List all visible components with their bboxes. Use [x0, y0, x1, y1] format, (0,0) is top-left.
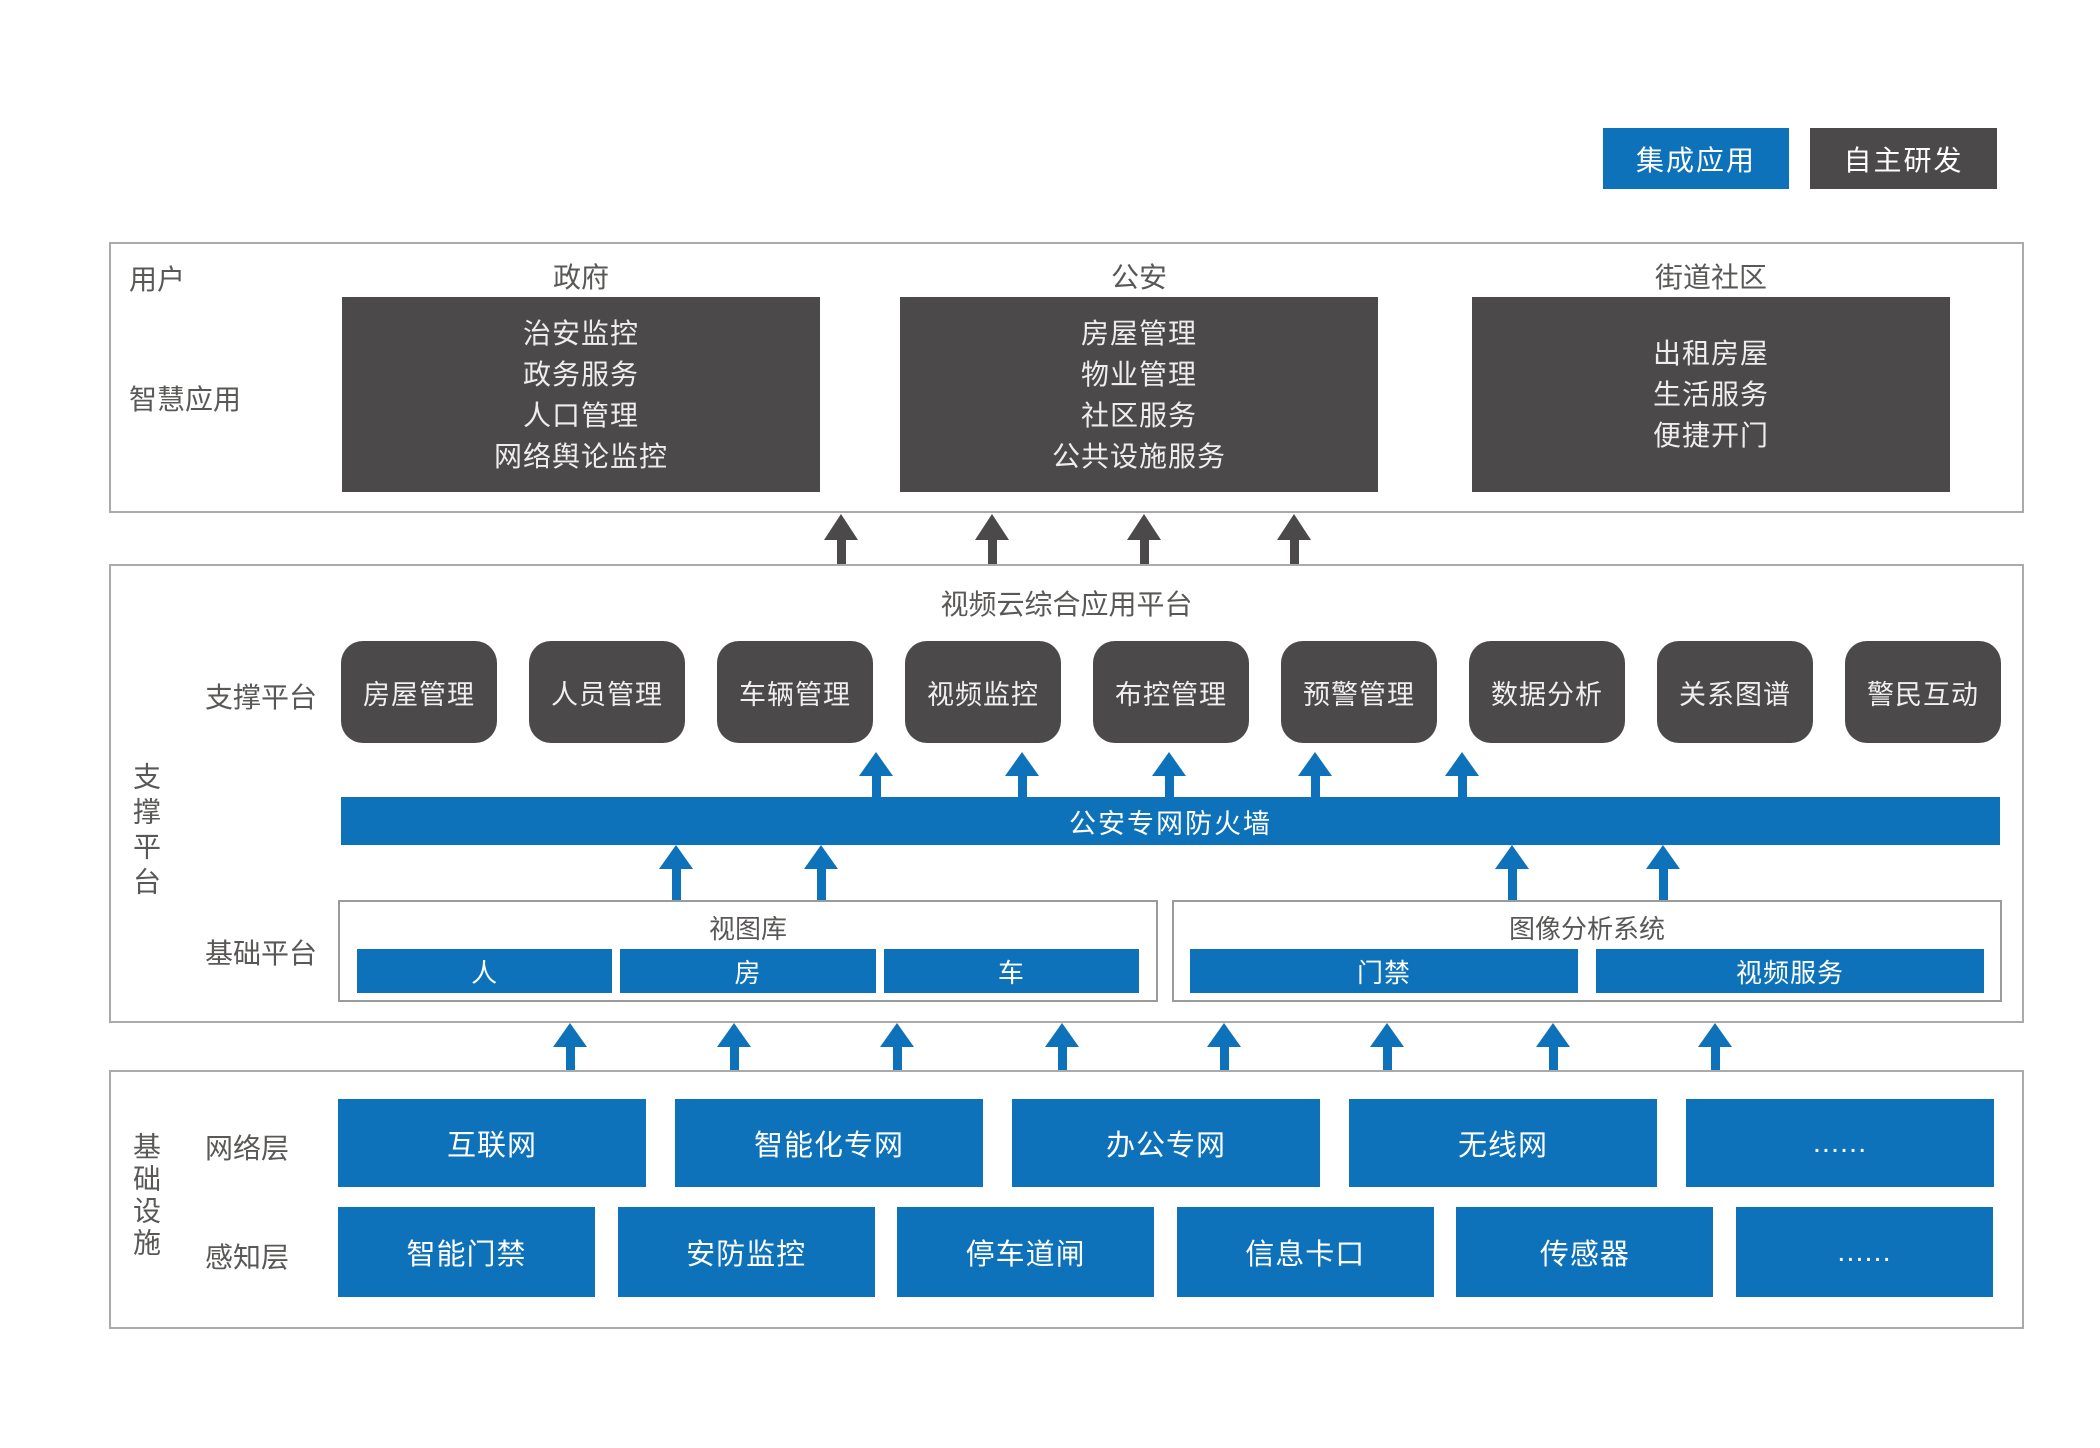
app-item: 网络舆论监控: [493, 440, 668, 472]
up-arrow: [717, 1023, 751, 1070]
support-row-label: 支撑平台: [205, 682, 318, 713]
community-apps-box: 出租房屋 生活服务 便捷开门: [1472, 297, 1950, 492]
app-item: 便捷开门: [1652, 420, 1769, 451]
network-item: 办公专网: [1012, 1099, 1320, 1187]
network-layer-row: 互联网 智能化专网 办公专网 无线网 ......: [338, 1099, 1994, 1187]
up-arrow: [1445, 752, 1479, 797]
sensing-layer-row: 智能门禁 安防监控 停车道闸 信息卡口 传感器 ......: [338, 1207, 1993, 1297]
app-item: 公共设施服务: [1051, 440, 1226, 472]
up-arrow: [1045, 1023, 1079, 1070]
support-module: 车辆管理: [717, 641, 873, 743]
up-arrow: [1277, 514, 1311, 568]
base-platform-item: 门禁: [1190, 949, 1578, 993]
sensing-item: 智能门禁: [338, 1207, 595, 1297]
app-item: 人口管理: [522, 399, 639, 431]
support-module: 布控管理: [1093, 641, 1249, 743]
app-item: 物业管理: [1080, 358, 1197, 390]
network-item: 智能化专网: [675, 1099, 983, 1187]
support-module: 房屋管理: [341, 641, 497, 743]
app-item: 政务服务: [522, 358, 639, 390]
base-platform-item: 视频服务: [1596, 949, 1984, 993]
up-arrow: [1646, 845, 1680, 900]
app-item: 社区服务: [1080, 399, 1197, 431]
up-arrow: [859, 752, 893, 797]
infrastructure-side-label: 基础设施: [130, 1132, 161, 1260]
legend-integrated-app: 集成应用: [1603, 128, 1789, 189]
up-arrow: [1005, 752, 1039, 797]
network-item: 互联网: [338, 1099, 646, 1187]
sensing-item: 安防监控: [617, 1207, 875, 1297]
support-module: 关系图谱: [1657, 641, 1813, 743]
column-header-government: 政府: [552, 262, 609, 293]
base-platform-item: 房: [620, 949, 876, 993]
support-platform-side-label: 支撑平台: [130, 762, 161, 902]
app-item: 生活服务: [1652, 379, 1769, 410]
user-application-section: 用户 智慧应用 政府 公安 街道社区 治安监控 政务服务 人口管理 网络舆论监控…: [109, 242, 2024, 513]
up-arrow: [824, 514, 858, 568]
image-analysis-title: 图像分析系统: [1508, 914, 1665, 944]
sensing-layer-label: 感知层: [205, 1242, 290, 1273]
up-arrow: [1127, 514, 1161, 568]
sensing-item: 停车道闸: [897, 1207, 1155, 1297]
up-arrow: [1536, 1023, 1570, 1070]
column-header-community: 街道社区: [1654, 262, 1767, 293]
user-row-label: 用户: [129, 264, 186, 295]
column-header-police: 公安: [1110, 262, 1167, 293]
up-arrow: [880, 1023, 914, 1070]
sensing-item: ......: [1735, 1207, 1993, 1297]
support-module: 人员管理: [529, 641, 685, 743]
support-module: 视频监控: [905, 641, 1061, 743]
network-item: 无线网: [1349, 1099, 1657, 1187]
up-arrow: [659, 845, 693, 900]
view-library-title: 视图库: [708, 914, 787, 944]
image-analysis-box: 图像分析系统 门禁 视频服务: [1172, 900, 2002, 1002]
base-platform-row-label: 基础平台: [205, 938, 318, 969]
up-arrow: [1370, 1023, 1404, 1070]
up-arrow: [975, 514, 1009, 568]
legend-self-developed: 自主研发: [1810, 128, 1997, 189]
up-arrow: [1152, 752, 1186, 797]
support-module: 警民互动: [1845, 641, 2001, 743]
network-layer-label: 网络层: [205, 1133, 290, 1164]
police-network-firewall-bar: 公安专网防火墙: [341, 797, 2000, 845]
up-arrow: [1298, 752, 1332, 797]
police-apps-box: 房屋管理 物业管理 社区服务 公共设施服务: [900, 297, 1378, 492]
sensing-item: 信息卡口: [1176, 1207, 1434, 1297]
app-item: 治安监控: [522, 317, 639, 349]
up-arrow: [1207, 1023, 1241, 1070]
infrastructure-section: 基础设施 网络层 互联网 智能化专网 办公专网 无线网 ...... 感知层 智…: [109, 1070, 2024, 1329]
app-item: 出租房屋: [1652, 338, 1769, 369]
support-platform-section: 支撑平台 视频云综合应用平台 支撑平台 房屋管理 人员管理 车辆管理 视频监控 …: [109, 564, 2024, 1023]
platform-title: 视频云综合应用平台: [940, 589, 1193, 620]
up-arrow: [804, 845, 838, 900]
view-library-box: 视图库 人 房 车: [338, 900, 1158, 1002]
up-arrow: [1698, 1023, 1732, 1070]
support-module: 数据分析: [1469, 641, 1625, 743]
support-module: 预警管理: [1281, 641, 1437, 743]
support-modules-row: 房屋管理 人员管理 车辆管理 视频监控 布控管理 预警管理 数据分析 关系图谱 …: [341, 641, 2001, 743]
up-arrow: [553, 1023, 587, 1070]
base-platform-item: 人: [357, 949, 613, 993]
sensing-item: 传感器: [1456, 1207, 1714, 1297]
app-item: 房屋管理: [1080, 317, 1197, 349]
government-apps-box: 治安监控 政务服务 人口管理 网络舆论监控: [342, 297, 820, 492]
network-item: ......: [1686, 1099, 1994, 1187]
base-platform-item: 车: [883, 949, 1139, 993]
smart-app-row-label: 智慧应用: [129, 384, 242, 415]
up-arrow: [1495, 845, 1529, 900]
